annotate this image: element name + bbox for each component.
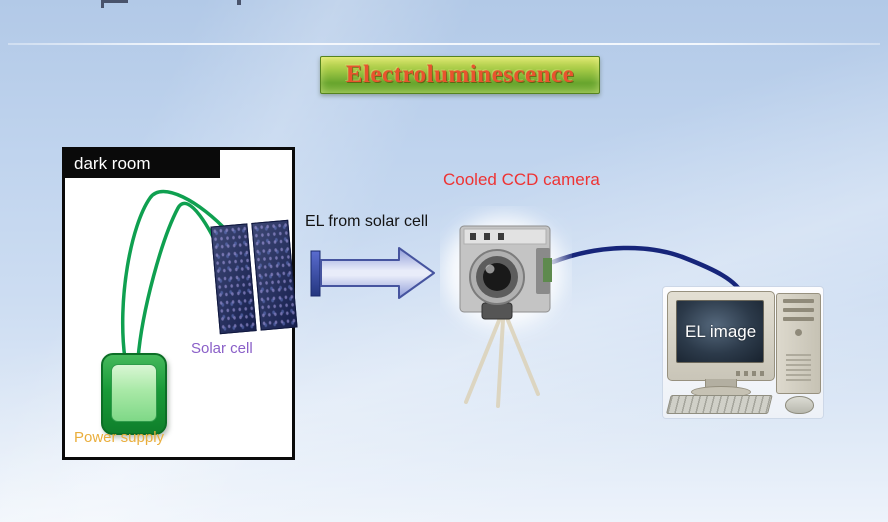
power-supply-label: Power supply — [74, 429, 165, 446]
title-banner: Electroluminescence — [320, 56, 600, 94]
arrow-tail-bar — [310, 250, 321, 297]
monitor-screen: EL image — [676, 300, 764, 363]
power-supply-screen — [111, 364, 157, 422]
dark-room-label: dark room — [74, 154, 151, 173]
power-supply-image — [101, 353, 167, 435]
dark-room-header: dark room — [65, 150, 220, 178]
el-image-label: EL image — [685, 321, 757, 341]
page-title: Electroluminescence — [345, 61, 575, 88]
drive-slot — [783, 317, 814, 321]
drive-slot — [783, 299, 814, 303]
flow-arrow — [310, 247, 435, 299]
tower-vents — [786, 354, 811, 384]
solar-cell-label: Solar cell — [191, 340, 253, 357]
solar-cell-image — [210, 219, 298, 335]
drive-slot — [783, 308, 814, 312]
power-button — [795, 329, 802, 336]
computer-tower — [776, 293, 821, 394]
computer-image: EL image — [663, 287, 823, 418]
cropped-artifact — [101, 0, 104, 8]
camera-cable — [550, 245, 746, 299]
power-wires — [121, 189, 230, 361]
divider-line — [8, 43, 880, 45]
el-flow-label: EL from solar cell — [305, 213, 428, 230]
dark-room-box: dark room Solar cell Power supply — [62, 147, 298, 460]
tripod — [464, 316, 540, 408]
cropped-artifact — [101, 0, 128, 3]
ccd-camera-label: Cooled CCD camera — [443, 170, 600, 189]
mouse — [785, 396, 814, 414]
monitor-buttons — [736, 371, 764, 376]
monitor: EL image — [667, 291, 775, 381]
keyboard — [666, 395, 773, 414]
ccd-camera-image — [444, 216, 564, 408]
cropped-artifact — [237, 0, 241, 5]
camera-pcb — [543, 258, 552, 282]
